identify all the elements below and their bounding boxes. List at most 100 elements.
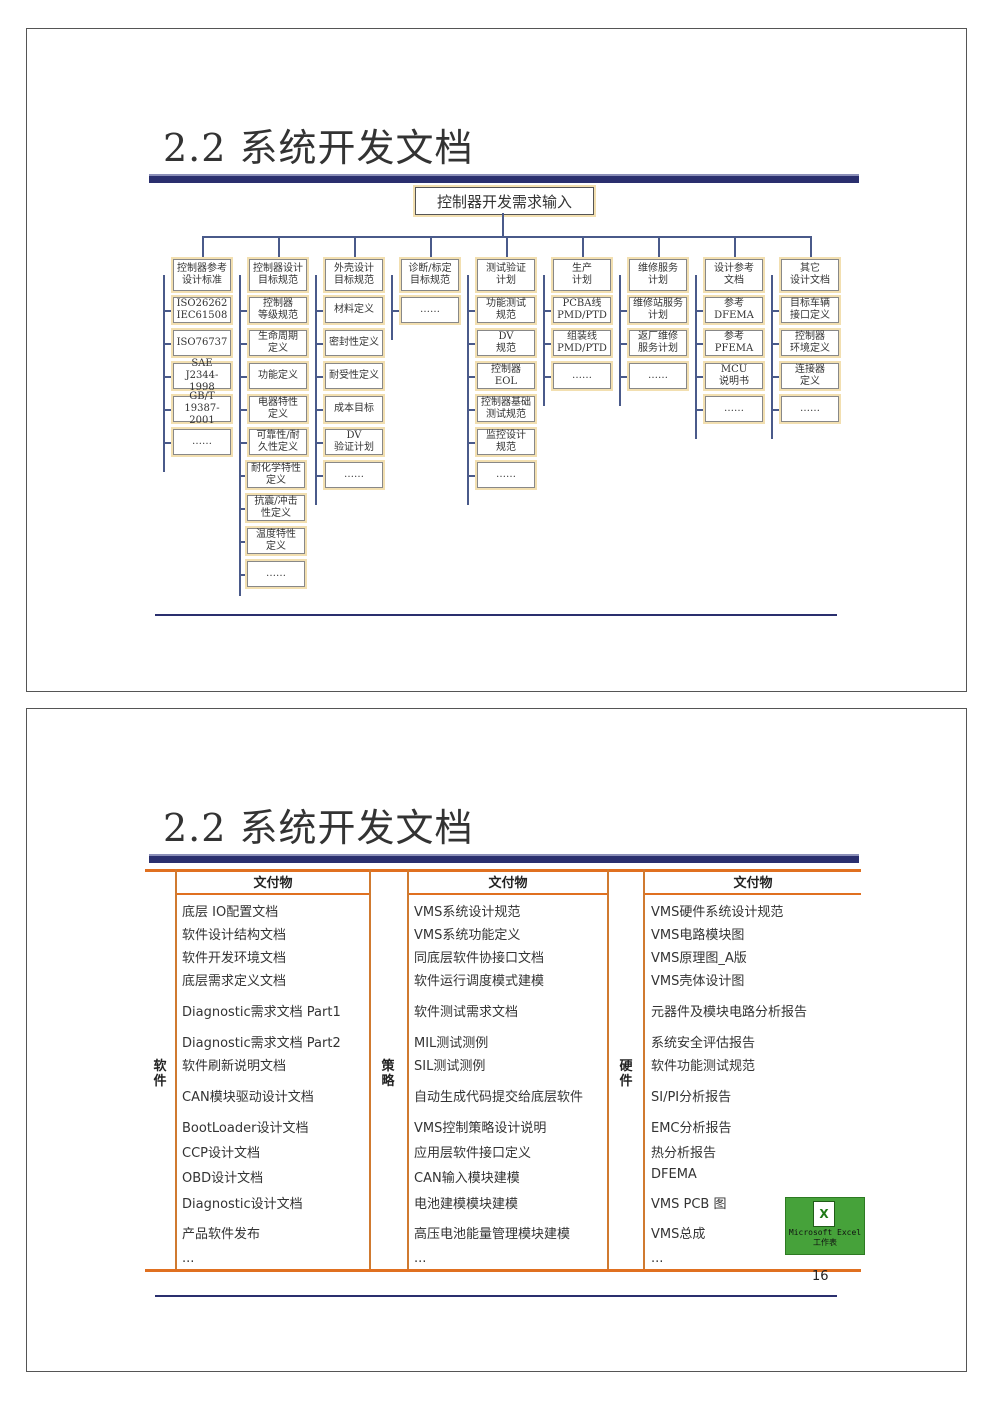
connector-line xyxy=(467,409,477,411)
deliverable-item: 底层需求定义文档 xyxy=(182,974,287,989)
connector-line xyxy=(502,213,504,237)
deliverable-item: 自动生成代码提交给底层软件 xyxy=(414,1090,584,1105)
item-box: 控制器 EOL xyxy=(477,363,535,389)
connector-line xyxy=(239,310,249,312)
category-box: 维修服务 计划 xyxy=(629,259,687,291)
item-box: 耐受性定义 xyxy=(325,363,383,389)
page-number: 16 xyxy=(812,1269,829,1284)
deliverable-item: 系统安全评估报告 xyxy=(651,1036,756,1051)
connector-line xyxy=(734,236,736,259)
category-box: 控制器参考 设计标准 xyxy=(173,259,231,291)
connector-line xyxy=(771,343,781,345)
item-box: …… xyxy=(477,462,535,488)
connector-line xyxy=(619,310,629,312)
deliverable-item: VMS原理图_A版 xyxy=(651,951,747,966)
deliverable-item: 电池建模模块建模 xyxy=(414,1197,519,1212)
connector-line xyxy=(582,236,584,259)
deliverable-item: VMS壳体设计图 xyxy=(651,974,745,989)
deliverable-item: ... xyxy=(414,1251,427,1266)
connector-line xyxy=(239,541,247,543)
deliverable-item: Diagnostic需求文档 Part2 xyxy=(182,1036,341,1051)
group-label-hardware: 硬件 xyxy=(619,1059,633,1089)
connector-line xyxy=(391,310,401,312)
item-box: 连接器 定义 xyxy=(781,363,839,389)
connector-line xyxy=(695,409,705,411)
connector-line xyxy=(771,310,781,312)
deliverable-item: CCP设计文档 xyxy=(182,1146,260,1161)
connector-line xyxy=(163,442,173,444)
connector-line xyxy=(315,475,325,477)
item-box: ISO76737 xyxy=(173,330,231,356)
connector-line xyxy=(354,236,356,259)
connector-line xyxy=(239,275,241,472)
item-box: 控制器 环境定义 xyxy=(781,330,839,356)
deliverable-item: 软件运行调度模式建模 xyxy=(414,974,545,989)
connector-line xyxy=(163,376,173,378)
header-strategy: 文付物 xyxy=(409,869,607,895)
col-separator xyxy=(607,869,609,1271)
col-separator xyxy=(175,869,177,1271)
category-box: 生产 计划 xyxy=(553,259,611,291)
connector-line xyxy=(695,376,705,378)
connector-line xyxy=(771,376,781,378)
slide-2-title: 2.2 系统开发文档 xyxy=(163,806,474,850)
item-box: 控制器 等级规范 xyxy=(249,297,307,323)
connector-line xyxy=(506,236,508,259)
title-rule xyxy=(149,176,859,183)
slide-1-title: 2.2 系统开发文档 xyxy=(163,126,474,170)
category-box: 测试验证 计划 xyxy=(477,259,535,291)
connector-line xyxy=(163,343,173,345)
connector-line xyxy=(239,376,249,378)
connector-line xyxy=(467,475,477,477)
org-root: 控制器开发需求输入 xyxy=(415,187,594,215)
deliverable-item: BootLoader设计文档 xyxy=(182,1121,309,1136)
connector-line xyxy=(467,376,477,378)
item-box: 材料定义 xyxy=(325,297,383,323)
connector-line xyxy=(771,275,773,439)
item-box: MCU 说明书 xyxy=(705,363,763,389)
connector-line xyxy=(467,275,469,505)
connector-line xyxy=(543,310,553,312)
connector-line xyxy=(239,409,249,411)
item-box: ISO26262 IEC61508 xyxy=(173,297,231,323)
connector-line xyxy=(202,236,204,259)
connector-line xyxy=(658,236,660,259)
category-box: 设计参考 文档 xyxy=(705,259,763,291)
deliverable-item: 软件刷新说明文档 xyxy=(182,1059,287,1074)
deliverable-item: SI/PI分析报告 xyxy=(651,1090,732,1105)
table-bottom-border xyxy=(145,1269,861,1272)
category-box: 外壳设计 目标规范 xyxy=(325,259,383,291)
connector-line xyxy=(771,409,781,411)
sub-item-box: 温度特性 定义 xyxy=(247,528,305,554)
deliverable-item: 软件设计结构文档 xyxy=(182,928,287,943)
deliverable-item: 软件开发环境文档 xyxy=(182,951,287,966)
connector-line xyxy=(619,343,629,345)
item-box: PCBA线 PMD/PTD xyxy=(553,297,611,323)
excel-embed-object[interactable]: X Microsoft Excel 工作表 xyxy=(785,1197,865,1255)
deliverable-item: 软件测试需求文档 xyxy=(414,1005,519,1020)
item-box: …… xyxy=(325,462,383,488)
deliverables-table: 文付物 文付物 文付物 软件 策略 硬件 底层 IO配置文档软件设计结构文档软件… xyxy=(145,869,865,1284)
connector-line xyxy=(315,442,325,444)
connector-line xyxy=(543,343,553,345)
connector-line xyxy=(315,376,325,378)
deliverable-item: 元器件及模块电路分析报告 xyxy=(651,1005,808,1020)
deliverable-item: EMC分析报告 xyxy=(651,1121,732,1136)
item-box: 电器特性 定义 xyxy=(249,396,307,422)
item-box: …… xyxy=(705,396,763,422)
connector-line xyxy=(619,376,629,378)
item-box: 维修站服务 计划 xyxy=(629,297,687,323)
connector-line xyxy=(467,442,477,444)
header-hardware: 文付物 xyxy=(645,869,861,895)
connector-line xyxy=(619,275,621,406)
deliverable-item: 热分析报告 xyxy=(651,1146,717,1161)
connector-line xyxy=(239,574,247,576)
connector-line xyxy=(543,275,545,406)
excel-icon: X xyxy=(813,1201,835,1227)
deliverable-item: Diagnostic设计文档 xyxy=(182,1197,303,1212)
connector-line xyxy=(163,310,173,312)
connector-line xyxy=(467,343,477,345)
item-box: 可靠性/耐 久性定义 xyxy=(249,429,307,455)
sub-item-box: …… xyxy=(247,561,305,587)
deliverable-item: CAN模块驱动设计文档 xyxy=(182,1090,314,1105)
